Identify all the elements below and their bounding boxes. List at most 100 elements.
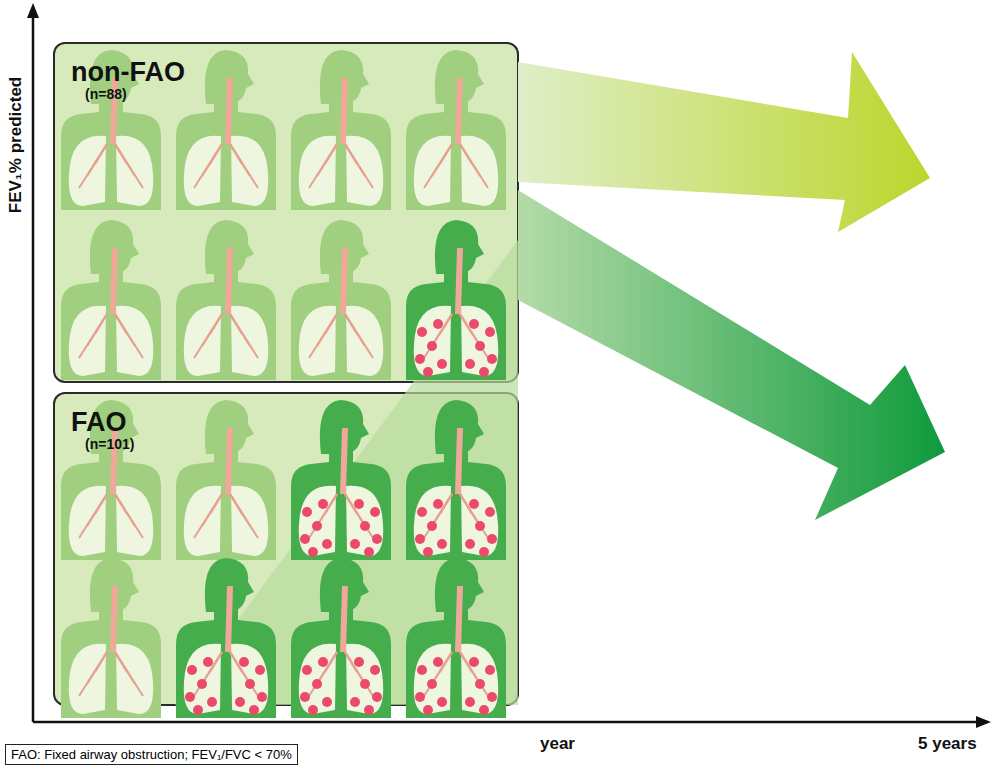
bronchus [194,314,222,358]
lesion [203,657,213,667]
lung [461,644,498,714]
lesion [322,697,332,707]
lung [116,306,153,376]
bronchus [460,314,488,358]
lung [299,306,336,376]
lesion [417,507,427,517]
lesion [322,539,332,549]
trachea [458,78,460,144]
trachea [343,428,345,494]
lung [299,486,336,556]
lung [231,486,268,556]
bronchus [309,494,337,538]
bronchus [345,494,373,538]
bronchus [230,144,258,188]
lesion [360,679,370,689]
lung [346,306,383,376]
lesion [364,705,374,715]
affected-person [291,558,391,718]
bronchus [230,652,258,696]
lung [414,486,451,556]
trachea [113,248,115,314]
lesion [197,679,207,689]
lesion [437,697,447,707]
lesion [423,705,433,715]
lesion [417,665,427,675]
lesion [485,327,495,337]
lesion [318,499,328,509]
lesion [239,657,249,667]
lung [299,644,336,714]
bronchus [115,144,143,188]
y-axis [32,14,35,722]
affected-person [406,400,506,560]
lesion [475,341,485,351]
lesion [249,705,259,715]
lesion [350,539,360,549]
note-box: FAO: Fixed airway obstruction; FEV₁/FVC … [5,744,298,765]
lesion [312,521,322,531]
lesion [423,547,433,557]
lung [184,486,221,556]
bronchus [345,144,373,188]
lung [231,306,268,376]
lesion [235,697,245,707]
group-title: FAO [71,408,517,436]
lesion [487,354,497,364]
lesion [437,539,447,549]
lesion [415,534,425,544]
lung [184,136,221,206]
bronchus [424,144,452,188]
lesion [469,657,479,667]
bronchus [460,494,488,538]
x-axis [33,721,978,724]
lesion [427,341,437,351]
lesion [479,705,489,715]
lesion [300,534,310,544]
note-text: FAO: Fixed airway obstruction; FEV₁/FVC … [11,747,292,762]
lower-arrow [518,190,945,520]
lesion [469,319,479,329]
bronchus [309,314,337,358]
trachea [343,586,345,652]
bronchus [460,144,488,188]
lung [346,644,383,714]
lung [116,486,153,556]
lung [116,644,153,714]
axis-label: FEV₁% predicted [6,77,26,213]
trachea [113,586,115,652]
bronchus [194,652,222,696]
lesion [193,705,203,715]
upper-arrow [518,52,930,232]
lesion [350,697,360,707]
trachea [228,248,230,314]
lesion [465,539,475,549]
lung [346,136,383,206]
bronchus [345,652,373,696]
lung [414,644,451,714]
lesion [433,657,443,667]
bronchus [230,314,258,358]
lesion [485,507,495,517]
lesion [465,359,475,369]
lung [461,486,498,556]
lesion [415,354,425,364]
lung [414,306,451,376]
bronchus [230,494,258,538]
lesion [207,697,217,707]
lesion [479,367,489,377]
trachea [458,428,460,494]
group-title: non-FAO [71,58,517,86]
lesion [427,679,437,689]
bronchus [424,314,452,358]
lesion [417,327,427,337]
lung [116,136,153,206]
bronchus [115,494,143,538]
x-axis-head [976,716,991,728]
trachea [228,428,230,494]
lesion [354,499,364,509]
lung [346,486,383,556]
lesion [370,665,380,675]
lesion [479,547,489,557]
